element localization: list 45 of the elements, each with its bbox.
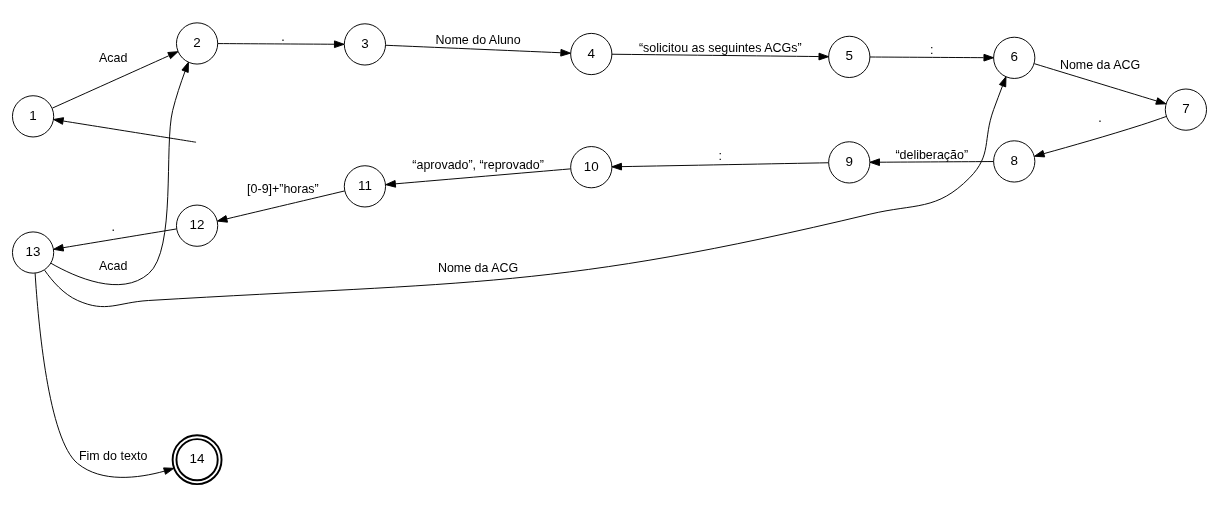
arrow: [216, 189, 346, 223]
node-circle: 3: [343, 22, 387, 66]
arrow: [385, 167, 571, 188]
arrow: [869, 53, 994, 61]
edge-label: .: [111, 219, 115, 234]
node-circle: 4: [570, 32, 613, 75]
arrow: [34, 272, 175, 478]
arrow: [1034, 115, 1167, 157]
arrow: [1033, 62, 1167, 105]
node-circle: 5: [828, 35, 871, 78]
arrow: [53, 116, 197, 143]
arrow: [611, 52, 830, 60]
edge-label: Acad: [98, 50, 128, 65]
arrow: [53, 227, 177, 251]
edge-label: Nome da ACG: [1059, 57, 1141, 72]
node-circle: 10: [570, 145, 613, 188]
node-circle: 11: [343, 164, 387, 207]
node-circle: 9: [828, 140, 871, 183]
node-circle: 1: [12, 94, 55, 137]
arrow: [44, 75, 1007, 307]
edge-label: Nome da ACG: [437, 260, 519, 275]
edge-label: .: [281, 29, 285, 44]
edge-label: “aprovado”, “reprovado”: [412, 157, 544, 172]
edge-label: Acad: [98, 258, 128, 273]
arrow: [385, 44, 571, 57]
node-circle: 7: [1164, 88, 1207, 131]
node-circle: 8: [993, 139, 1036, 183]
edge-label: “solicitou as seguintes ACGs”: [638, 40, 802, 55]
edge-label: [0-9]+”horas”: [247, 181, 319, 196]
edge-label: :: [718, 148, 723, 163]
node-circle: 14: [171, 433, 223, 485]
node-circle: 13: [12, 230, 55, 274]
arrow: [611, 161, 830, 170]
edge-label: :: [930, 42, 934, 57]
arrow: [51, 50, 179, 109]
arrow: [217, 39, 345, 48]
edge-label: .: [1098, 110, 1102, 125]
arrow: [50, 61, 189, 285]
edge-label: Nome do Aluno: [435, 32, 521, 47]
edge-label: Fim do texto: [78, 448, 148, 463]
node-circle: 6: [993, 36, 1036, 79]
edge-label: “deliberação”: [895, 147, 969, 162]
node-circle: 12: [176, 204, 219, 247]
node-circle: 2: [176, 21, 219, 65]
arrow: [869, 157, 994, 166]
